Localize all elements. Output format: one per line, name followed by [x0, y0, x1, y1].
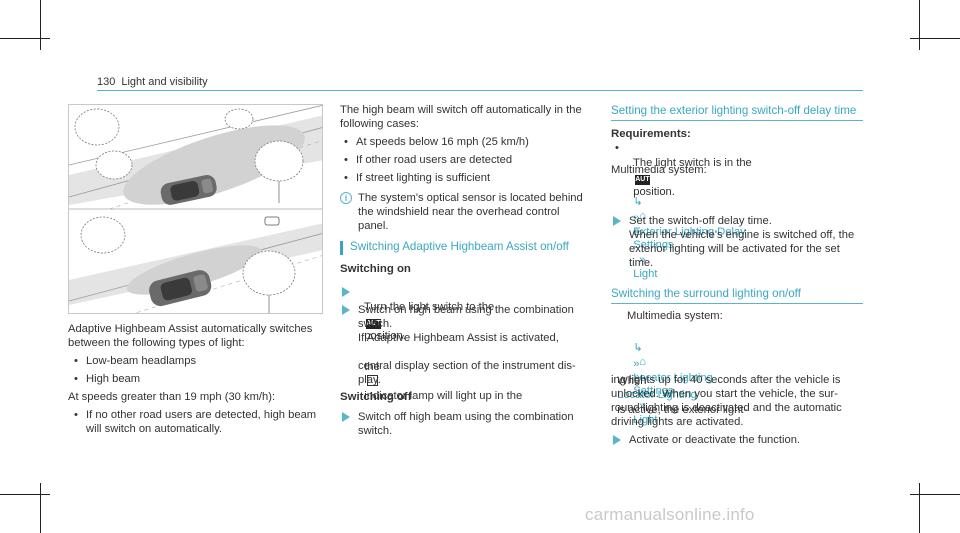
subheading-switching-off: Switching off	[340, 391, 412, 403]
step-arrow-icon	[342, 305, 350, 315]
heading-underline	[611, 120, 863, 121]
crop-mark	[40, 483, 41, 533]
menu-light: Light	[633, 414, 658, 426]
left-intro-line2: between the following types of light:	[68, 337, 245, 349]
step-line: Activate or deactivate the function.	[629, 434, 801, 446]
req-text: The light switch is in the	[633, 156, 752, 169]
menu-path: ↳ ⌂ » Settings » Light	[627, 180, 674, 282]
heading-underline	[611, 303, 863, 304]
crop-mark	[40, 0, 41, 50]
highbeam-illustration	[68, 104, 323, 314]
page-number: 130	[97, 76, 116, 88]
crop-mark	[0, 38, 50, 39]
req-text: position.	[633, 186, 675, 198]
high-beam-indicator-icon	[367, 375, 379, 386]
chevron-icon: »	[639, 253, 646, 266]
paragraph-line: When Locator Lighting is active, the ext…	[611, 359, 747, 417]
left-intro-line1: Adaptive Highbeam Assist automatically s…	[68, 323, 313, 335]
mid-intro-line2: following cases:	[340, 118, 419, 130]
section-heading-delay: Setting the exterior lighting switch-off…	[611, 104, 857, 117]
menu-settings: Settings	[633, 239, 674, 251]
step-text: Turn the light switch to the	[364, 300, 495, 313]
step-line: Switch on high beam using the combinatio…	[358, 304, 574, 316]
crop-mark	[0, 494, 50, 495]
heading-bar	[340, 241, 343, 255]
step-line: When the vehicle's engine is switched of…	[629, 229, 855, 241]
step-line: exterior lighting will be activated for …	[629, 243, 840, 255]
step-line: Switch off high beam using the combinati…	[358, 411, 574, 423]
step-turn-switch: Turn the light switch to the AUTO positi…	[358, 285, 494, 344]
step-arrow-icon	[613, 435, 621, 445]
list-item: Low-beam headlamps	[74, 354, 196, 369]
step-arrow-icon	[342, 287, 350, 297]
menu-exterior-delay: Exterior Lighting Delay	[633, 226, 746, 238]
menu-light: Light	[633, 268, 658, 280]
menu-path-cont: » Exterior Lighting Delay	[627, 196, 746, 240]
menu-settings: Settings	[633, 385, 674, 397]
step-line: central display section of the instrumen…	[358, 360, 576, 372]
step-line: play.	[358, 374, 381, 386]
crop-mark	[919, 0, 920, 50]
multimedia-label: Multimedia system:	[611, 164, 707, 176]
speed-condition: At speeds greater than 19 mph (30 km/h):	[68, 391, 276, 403]
step-arrow-icon	[342, 412, 350, 422]
auto-switch-icon: AUTO	[635, 175, 655, 185]
para-text: is active, the exterior light-	[617, 403, 748, 416]
crop-mark	[910, 38, 960, 39]
locator-lighting-ref: Locator Lighting	[617, 389, 697, 401]
step-text: position.	[364, 330, 406, 342]
list-item: If no other road users are detected, hig…	[74, 408, 316, 423]
home-icon: ⌂	[639, 210, 646, 222]
chevron-icon: »	[633, 370, 640, 383]
step-arrow-icon	[613, 216, 621, 226]
subheading-switching-on: Switching on	[340, 263, 411, 275]
step-line: switch.	[358, 425, 393, 437]
requirements-label: Requirements:	[611, 128, 691, 140]
list-item: At speeds below 16 mph (25 km/h)	[344, 135, 529, 150]
menu-path: ↳ ⌂ » Settings » Light	[627, 326, 674, 428]
menu-arrow-icon: ↳	[633, 341, 643, 354]
list-item: If other road users are detected	[344, 153, 512, 168]
step-line: time.	[629, 257, 654, 269]
road-scene-illustration	[69, 105, 322, 313]
paragraph-line: driving lights are activated.	[611, 416, 744, 428]
menu-locator-lighting: Locator Lighting	[633, 372, 713, 384]
menu-path-cont: » Locator Lighting	[627, 342, 713, 386]
paragraph-line: round lighting is deactivated and the au…	[611, 402, 842, 414]
multimedia-label: Multimedia system:	[627, 310, 723, 322]
info-icon: i	[340, 192, 352, 204]
auto-switch-icon: AUTO	[366, 319, 386, 329]
section-heading-surround: Switching the surround lighting on/off	[611, 287, 801, 300]
list-item: High beam	[74, 372, 140, 387]
paragraph-line: unlocked. When you start the vehicle, th…	[611, 388, 838, 400]
step-line-indicator: the indicator lamp will light up in the	[358, 345, 522, 403]
para-text: When	[617, 374, 647, 387]
note-line2: the windshield near the overhead control	[358, 206, 560, 218]
menu-arrow-icon: ↳	[633, 195, 643, 208]
page-header: 130 Light and visibility	[97, 75, 208, 90]
chevron-icon: »	[633, 211, 640, 224]
chevron-icon: »	[633, 224, 640, 237]
list-item-cont: will switch on automatically.	[86, 423, 222, 435]
note-line3: panel.	[358, 220, 389, 232]
section-heading-highbeam: Switching Adaptive Highbeam Assist on/of…	[350, 240, 569, 253]
step-line: Set the switch-off delay time.	[629, 215, 772, 227]
step-text: the	[364, 360, 380, 373]
watermark: carmanualsonline.info	[585, 505, 755, 524]
list-item: The light switch is in the AUTO position…	[615, 141, 752, 200]
step-text: indicator lamp will light up in the	[364, 389, 523, 402]
crop-mark	[919, 483, 920, 533]
chevron-icon: »	[639, 399, 646, 412]
step-line: If Adaptive Highbeam Assist is activated…	[358, 332, 559, 344]
paragraph-line: ing lights up for 40 seconds after the v…	[611, 374, 841, 386]
list-item: If street lighting is sufficient	[344, 171, 490, 186]
header-rule	[97, 90, 863, 91]
step-line: switch.	[358, 318, 393, 330]
crop-mark	[910, 494, 960, 495]
section-title: Light and visibility	[121, 76, 208, 88]
home-icon: ⌂	[639, 356, 646, 368]
note-line1: The system's optical sensor is located b…	[358, 192, 583, 204]
chevron-icon: »	[633, 357, 640, 370]
mid-intro-line1: The high beam will switch off automatica…	[340, 104, 582, 116]
